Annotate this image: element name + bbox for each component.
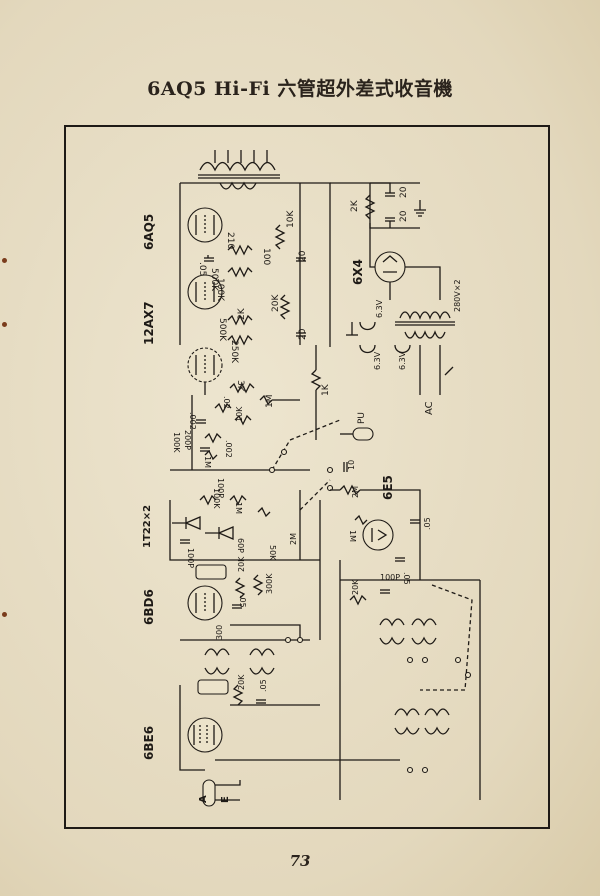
- label-r-2m: 2M: [289, 533, 298, 545]
- label-r-1m: 1M: [203, 456, 212, 468]
- output-transformer: [198, 150, 280, 190]
- label-c-300: 300: [215, 625, 224, 640]
- label-6.3v: 6.3V: [373, 351, 382, 370]
- page-number: 73: [289, 852, 311, 870]
- tube-12ax7-label: 12AX7: [142, 301, 156, 345]
- tube-6x4: [369, 240, 441, 300]
- label-r-300k: 300K: [265, 573, 274, 594]
- label-c-05: .05: [259, 679, 268, 692]
- label-6.3v: 6.3V: [398, 351, 407, 370]
- tube-6x4-label: 6X4: [351, 259, 365, 285]
- label-c-05: .05: [238, 595, 247, 608]
- diode-label: 1T22×2: [142, 505, 153, 548]
- resistor: [227, 314, 253, 326]
- rf-coils: [379, 618, 450, 735]
- label-antenna: A: [198, 795, 209, 803]
- label-r-20k: 20K: [237, 674, 246, 690]
- label-r-1m: 1M: [348, 530, 357, 542]
- resistor: [274, 224, 286, 250]
- tube-6be6: [187, 717, 223, 753]
- label-r-100k: 100K: [212, 488, 221, 509]
- label-r-100: 100: [261, 248, 271, 265]
- resistor: [227, 244, 253, 256]
- label-r-3k: 3K: [235, 380, 245, 393]
- label-earth: E: [220, 796, 231, 803]
- label-r-2k: 2K: [350, 199, 360, 212]
- tube-12ax7-a: [187, 274, 223, 310]
- tube-12ax7-b: [187, 347, 223, 383]
- antenna-terminals: [202, 779, 241, 807]
- label-r-100k: 100K: [215, 278, 225, 302]
- label-c-002: .002: [224, 440, 233, 458]
- label-r-210: 210: [225, 232, 235, 249]
- label-r-2k: 2K: [237, 307, 247, 320]
- resistor: [227, 266, 253, 278]
- label-c-60p: 60P: [236, 538, 245, 553]
- if-transformer: [204, 648, 275, 675]
- label-r-250k: 250K: [229, 340, 239, 364]
- label-c-05: .05: [402, 572, 411, 585]
- label-c-100p: 100P: [186, 548, 195, 568]
- tube-6e5: [362, 519, 394, 551]
- tube-6aq5-label: 6AQ5: [142, 214, 156, 250]
- label-r-100k: 100K: [172, 432, 181, 453]
- label-c-20: 20: [399, 186, 409, 198]
- binder-hole: [2, 322, 7, 327]
- page-title: 6AQ5 Hi-Fi 六管超外差式收音機: [147, 78, 453, 100]
- tube-6e5-label: 6E5: [381, 475, 395, 500]
- label-r-1m: 1M: [234, 502, 243, 514]
- label-c-02: .02: [222, 396, 231, 409]
- label-c-100p: 100P: [216, 478, 225, 498]
- label-r-50k: 50K: [268, 545, 277, 561]
- label-pu: PU: [357, 412, 367, 424]
- tube-6bd6: [187, 585, 223, 621]
- label-r-500k: 500K: [209, 268, 219, 292]
- pickup-jack: [340, 427, 374, 441]
- label-r-1m: 1M: [265, 395, 275, 409]
- label-r-20k: 20K: [351, 579, 360, 595]
- label-r-20k: 20K: [237, 556, 246, 572]
- schematic-diagram: 6AQ5 12AX7 210 10K .05 500K 100K 100 20 …: [142, 150, 481, 807]
- power-transformer: [346, 311, 455, 354]
- label-r-500k: 500K: [217, 318, 227, 342]
- label-c-200p: 200P: [183, 430, 192, 450]
- binder-hole: [2, 612, 7, 617]
- tube-6bd6-label: 6BD6: [142, 589, 156, 625]
- detector-diodes: [172, 516, 234, 540]
- label-r-2m: 2M: [351, 486, 360, 498]
- label-c-05: .05: [197, 262, 207, 276]
- binder-hole: [2, 258, 7, 263]
- label-r-10k: 10K: [286, 210, 296, 228]
- label-c-10: 10: [347, 460, 356, 470]
- resistor: [364, 194, 376, 220]
- label-r-10k: 10K: [235, 406, 244, 422]
- resistor: [227, 334, 253, 346]
- label-r-1k: 1K: [321, 383, 331, 396]
- label-c-20: 20: [399, 210, 409, 222]
- label-r-20k: 20K: [271, 294, 281, 312]
- label-280v: 280V×2: [453, 279, 462, 312]
- label-c-20: 20: [298, 250, 308, 262]
- tube-6aq5: [187, 207, 223, 243]
- tube-6be6-label: 6BE6: [142, 726, 156, 760]
- label-c-100p: 100P: [380, 573, 400, 582]
- label-c-05: .05: [423, 517, 432, 530]
- schematic-frame: [64, 125, 550, 829]
- label-6.3v: 6.3V: [375, 299, 384, 318]
- resistor: [229, 382, 255, 394]
- label-c-20: 20: [298, 328, 308, 340]
- label-ac: AC: [424, 401, 435, 415]
- label-c-002: .002: [188, 412, 197, 430]
- resistor: [279, 294, 291, 320]
